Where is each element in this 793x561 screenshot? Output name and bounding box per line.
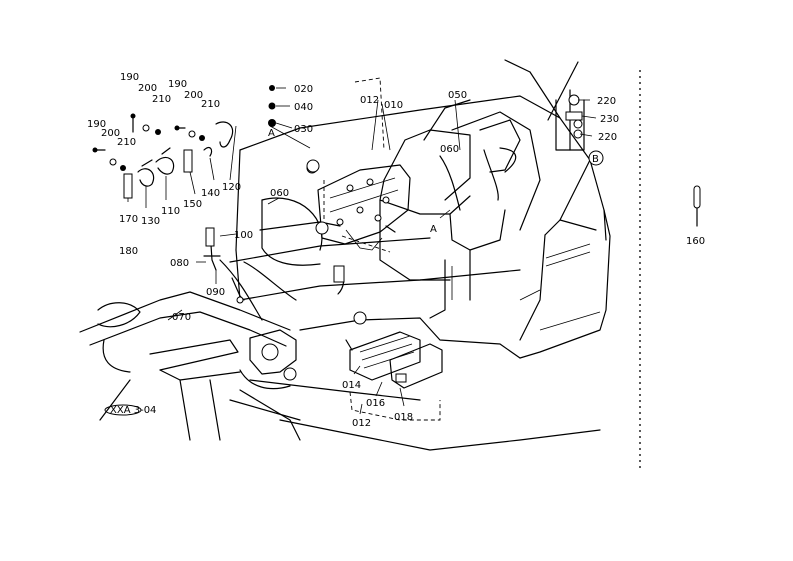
callout-220-a: 220 xyxy=(597,96,616,107)
callout-140: 140 xyxy=(201,188,220,199)
reference-markers xyxy=(306,150,604,235)
callout-080: 080 xyxy=(170,258,189,269)
callout-170: 170 xyxy=(119,214,138,225)
callout-120: 120 xyxy=(222,182,241,193)
callout-180: 180 xyxy=(119,246,138,257)
callout-012-top: 012 xyxy=(360,95,379,106)
callout-190-a: 190 xyxy=(120,72,139,83)
callout-160: 160 xyxy=(686,236,705,247)
callout-labels: 190 200 210 190 200 210 190 200 210 020 … xyxy=(87,72,705,429)
wire-harness xyxy=(219,147,517,321)
callout-060-right: 060 xyxy=(440,144,459,155)
drawing-stamp: XXA 3-04 xyxy=(104,404,156,416)
callout-030: 030 xyxy=(294,124,313,135)
view-label-a-seat: A xyxy=(430,224,437,235)
relay-assembly xyxy=(555,89,585,151)
callout-012-bottom: 012 xyxy=(352,418,371,429)
callout-190-b: 190 xyxy=(168,79,187,90)
callout-020: 020 xyxy=(294,84,313,95)
callout-100: 100 xyxy=(234,230,253,241)
marker-c-upper xyxy=(306,159,320,173)
control-box xyxy=(317,164,411,251)
callout-210-c: 210 xyxy=(117,137,136,148)
operator-seat xyxy=(379,119,521,319)
stamp-text: XXA 3-04 xyxy=(110,405,156,416)
callout-050: 050 xyxy=(448,90,467,101)
callout-220-b: 220 xyxy=(598,132,617,143)
callout-230: 230 xyxy=(600,114,619,125)
callout-210-b: 210 xyxy=(201,99,220,110)
callout-200-a: 200 xyxy=(138,83,157,94)
callout-200-c: 200 xyxy=(101,128,120,139)
boom-arm xyxy=(79,291,301,441)
lever-assembly xyxy=(203,227,245,304)
callout-090: 090 xyxy=(206,287,225,298)
callout-210-a: 210 xyxy=(152,94,171,105)
machine-body xyxy=(229,59,611,451)
callout-010: 010 xyxy=(384,100,403,111)
marker-b-lower xyxy=(315,221,329,235)
callout-018: 018 xyxy=(394,412,413,423)
view-label-a-top: A xyxy=(268,128,275,139)
callout-070: 070 xyxy=(172,312,191,323)
callout-040: 040 xyxy=(294,102,313,113)
callout-200-b: 200 xyxy=(184,90,203,101)
fuse-box-assembly xyxy=(345,311,443,389)
callout-110: 110 xyxy=(161,206,180,217)
callout-060-left: 060 xyxy=(270,188,289,199)
view-label-b: B xyxy=(592,154,599,165)
leader-lines xyxy=(127,87,597,415)
callout-190-c: 190 xyxy=(87,119,106,130)
marker-b-right xyxy=(588,150,604,166)
callout-014: 014 xyxy=(342,380,361,391)
loose-parts xyxy=(92,85,701,227)
callout-016: 016 xyxy=(366,398,385,409)
callout-150: 150 xyxy=(183,199,202,210)
callout-130: 130 xyxy=(141,216,160,227)
